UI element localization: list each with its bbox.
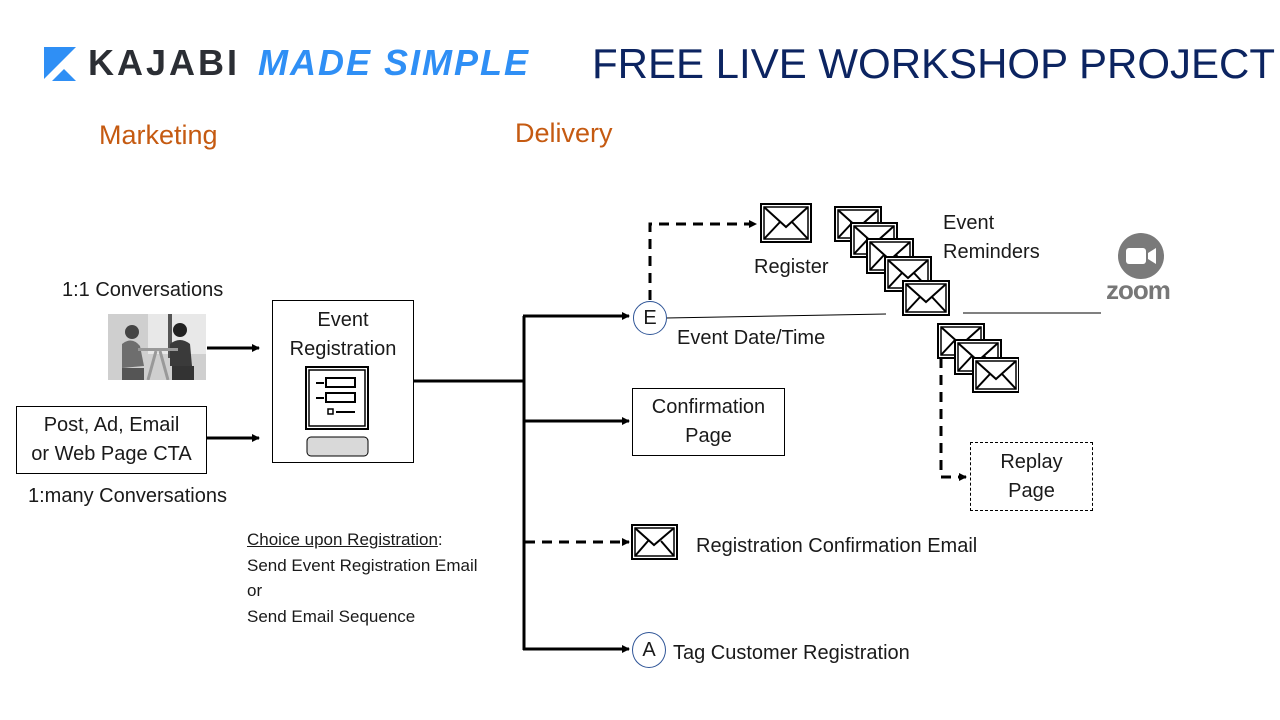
- tag-customer-label: Tag Customer Registration: [673, 642, 910, 664]
- choice-heading-suffix: :: [437, 530, 443, 549]
- choice-note: Choice upon Registration: Send Event Reg…: [247, 527, 478, 629]
- kajabi-logo-icon: [44, 47, 76, 81]
- register-label: Register: [754, 256, 829, 278]
- reg-confirm-email-label: Registration Confirmation Email: [696, 535, 978, 557]
- one-to-one-label: 1:1 Conversations: [62, 279, 224, 301]
- registration-title-2: Registration: [289, 338, 397, 360]
- cta-source-box: Post, Ad, Email or Web Page CTA: [16, 406, 207, 474]
- choice-line-1: Send Event Registration Email: [247, 555, 478, 575]
- confirmation-line-1: Confirmation: [651, 396, 766, 418]
- registration-title-1: Event: [317, 309, 369, 331]
- section-delivery: Delivery: [515, 118, 613, 148]
- brand-kajabi: KAJABI: [88, 42, 241, 83]
- event-reminders-stack: [834, 206, 950, 316]
- confirmation-page-box: Confirmation Page: [632, 388, 785, 456]
- section-marketing: Marketing: [99, 120, 218, 150]
- tag-marker: A: [632, 632, 666, 668]
- event-marker: E: [633, 301, 667, 335]
- zoom-label: zoom: [1106, 275, 1171, 305]
- replay-line-1: Replay: [1000, 451, 1063, 473]
- form-icon: [305, 366, 369, 457]
- brand-made-simple: MADE SIMPLE: [258, 42, 531, 83]
- event-timeline-1: [665, 313, 887, 319]
- replay-line-2: Page: [1008, 480, 1055, 502]
- registration-email-icon: [631, 524, 678, 560]
- reminders-label-2: Reminders: [943, 241, 1040, 263]
- page-title: FREE LIVE WORKSHOP PROJECT: [592, 40, 1276, 87]
- post-event-email-icon: [972, 357, 1019, 393]
- confirmation-line-2: Page: [685, 425, 732, 447]
- register-email-icon: [760, 203, 812, 243]
- reminder-email-icon: [902, 280, 950, 316]
- choice-line-3: Send Email Sequence: [247, 606, 416, 626]
- arrow-event-to-register: [648, 220, 757, 300]
- choice-heading: Choice upon Registration: [247, 530, 438, 549]
- post-event-email-stack: [937, 323, 1019, 393]
- one-to-many-label: 1:many Conversations: [28, 485, 227, 507]
- arrow-to-replay: [939, 358, 967, 481]
- event-datetime-label: Event Date/Time: [677, 327, 826, 349]
- replay-page-box: Replay Page: [970, 442, 1093, 511]
- cta-line-2: or Web Page CTA: [31, 443, 192, 465]
- reminders-label-1: Event: [943, 212, 995, 234]
- cta-line-1: Post, Ad, Email: [43, 414, 180, 436]
- zoom-camera-icon: [1118, 233, 1164, 279]
- people-conversation-photo: [108, 314, 206, 380]
- choice-line-2: or: [247, 581, 263, 600]
